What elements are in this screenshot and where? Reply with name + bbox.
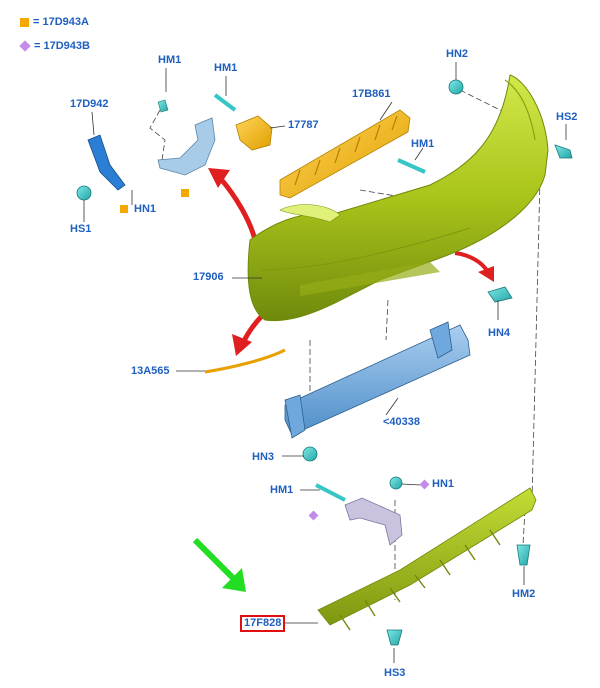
marker-diamond-a bbox=[419, 479, 430, 490]
bumper-cover bbox=[247, 74, 549, 322]
red-arrow-up bbox=[208, 168, 258, 241]
label-hn1-lower: HN1 bbox=[432, 478, 455, 490]
label-hn2: HN2 bbox=[446, 48, 469, 60]
reinforcement-beam bbox=[284, 321, 471, 439]
absorber-17b861 bbox=[279, 109, 411, 199]
marker-diamond-b bbox=[308, 510, 319, 521]
legend-text-b: = 17D943B bbox=[34, 40, 90, 52]
screw-hm1-b bbox=[213, 93, 237, 112]
label-hm1-bracket: HM1 bbox=[411, 138, 435, 150]
leader-lines bbox=[83, 62, 567, 663]
label-hs2: HS2 bbox=[556, 111, 578, 123]
label-hm2: HM2 bbox=[512, 588, 536, 600]
screw-hm1-d bbox=[315, 483, 346, 502]
clip-hs2 bbox=[554, 144, 573, 159]
clip-hs3 bbox=[386, 629, 403, 646]
bracket-left-light bbox=[157, 117, 216, 176]
diffuser-17f828 bbox=[317, 487, 537, 631]
clip-hs1 bbox=[76, 185, 92, 201]
label-13a565: 13A565 bbox=[131, 365, 170, 377]
label-17787: 17787 bbox=[288, 119, 319, 131]
label-17b861: 17B861 bbox=[352, 88, 391, 100]
square-marker-icon bbox=[20, 17, 29, 27]
bracket-17d942 bbox=[87, 134, 126, 191]
label-hn3: HN3 bbox=[252, 451, 275, 463]
diamond-marker-icon bbox=[19, 40, 31, 52]
screw-hm1-a bbox=[157, 99, 169, 113]
label-hm1-top-a: HM1 bbox=[158, 54, 182, 66]
clip-hm2 bbox=[516, 544, 531, 566]
label-hn4: HN4 bbox=[488, 327, 511, 339]
label-hm1-lower: HM1 bbox=[270, 484, 294, 496]
molding-13a565 bbox=[204, 348, 286, 374]
red-arrow-right bbox=[454, 251, 494, 282]
bracket-17787 bbox=[235, 115, 273, 151]
clip-hn2 bbox=[448, 79, 464, 95]
label-40338: <40338 bbox=[383, 416, 421, 428]
bracket-lower-lilac bbox=[344, 497, 403, 546]
label-17d942: 17D942 bbox=[70, 98, 109, 110]
label-hs1: HS1 bbox=[70, 223, 92, 235]
legend-item-diamond: = 17D943B bbox=[19, 40, 90, 52]
screw-hm1-c bbox=[397, 158, 426, 174]
label-hn1-left: HN1 bbox=[134, 203, 157, 215]
clip-hn4 bbox=[487, 286, 513, 303]
marker-square-a bbox=[120, 205, 128, 213]
label-17906: 17906 bbox=[193, 271, 224, 283]
green-arrow bbox=[192, 537, 246, 592]
marker-square-b bbox=[181, 189, 189, 197]
clip-hn1-lower bbox=[389, 476, 403, 490]
clip-hn3 bbox=[302, 446, 318, 462]
legend-item-square: = 17D943A bbox=[20, 16, 89, 28]
label-hs3: HS3 bbox=[384, 667, 406, 679]
legend-text-a: = 17D943A bbox=[33, 16, 89, 28]
label-hm1-top-b: HM1 bbox=[214, 62, 238, 74]
label-17f828: 17F828 bbox=[240, 615, 286, 632]
